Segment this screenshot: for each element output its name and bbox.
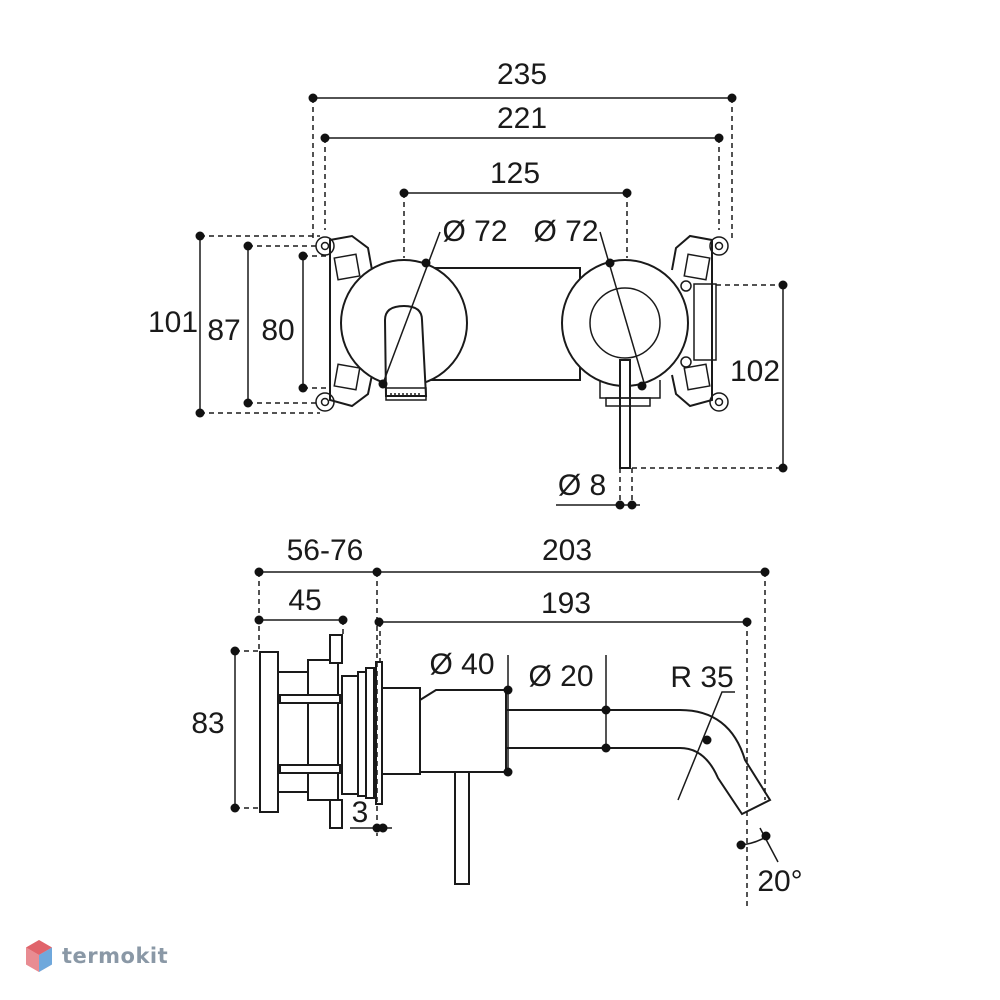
dim-56-76: 56-76 — [287, 534, 364, 567]
dim-102: 102 — [730, 355, 780, 388]
dim-221: 221 — [497, 102, 547, 135]
dim-20deg: 20° — [757, 865, 802, 898]
spout-side — [505, 709, 772, 816]
lever-base — [589, 287, 661, 359]
dim-87: 87 — [207, 314, 240, 347]
logo-text: termokit — [62, 944, 169, 968]
rosette-side — [381, 687, 421, 775]
dim-45: 45 — [288, 584, 321, 617]
lever-side — [454, 771, 470, 885]
dim-dia72-left: Ø 72 — [442, 215, 507, 248]
dim-80: 80 — [261, 314, 294, 347]
dim-193: 193 — [541, 587, 591, 620]
side-view: 56-76 203 45 193 Ø 40 Ø 20 R 35 83 3 20° — [191, 534, 803, 908]
dim-83: 83 — [191, 707, 224, 740]
termokit-logo: termokit — [24, 936, 168, 976]
dim-r35: R 35 — [670, 661, 733, 694]
lever-stem — [619, 359, 631, 469]
dim-125: 125 — [490, 157, 540, 190]
spout-front — [383, 304, 428, 397]
dim-dia40: Ø 40 — [429, 648, 494, 681]
dim-101: 101 — [148, 306, 198, 339]
dim-235: 235 — [497, 58, 547, 91]
dim-203: 203 — [542, 534, 592, 567]
front-dim-dots — [195, 93, 788, 510]
dim-dia20: Ø 20 — [528, 660, 593, 693]
left-bracket — [315, 234, 373, 412]
termokit-logo-icon — [26, 940, 52, 972]
dim-dia72-right: Ø 72 — [533, 215, 598, 248]
side-dim-dots — [230, 567, 771, 850]
dim-dia8: Ø 8 — [558, 469, 606, 502]
lever-housing-side — [419, 689, 507, 773]
dim-3: 3 — [352, 796, 369, 829]
right-bracket — [671, 234, 729, 412]
spout-aerator — [385, 387, 427, 401]
front-view: 235 221 125 Ø 72 Ø 72 101 87 80 102 Ø 8 — [148, 58, 788, 510]
